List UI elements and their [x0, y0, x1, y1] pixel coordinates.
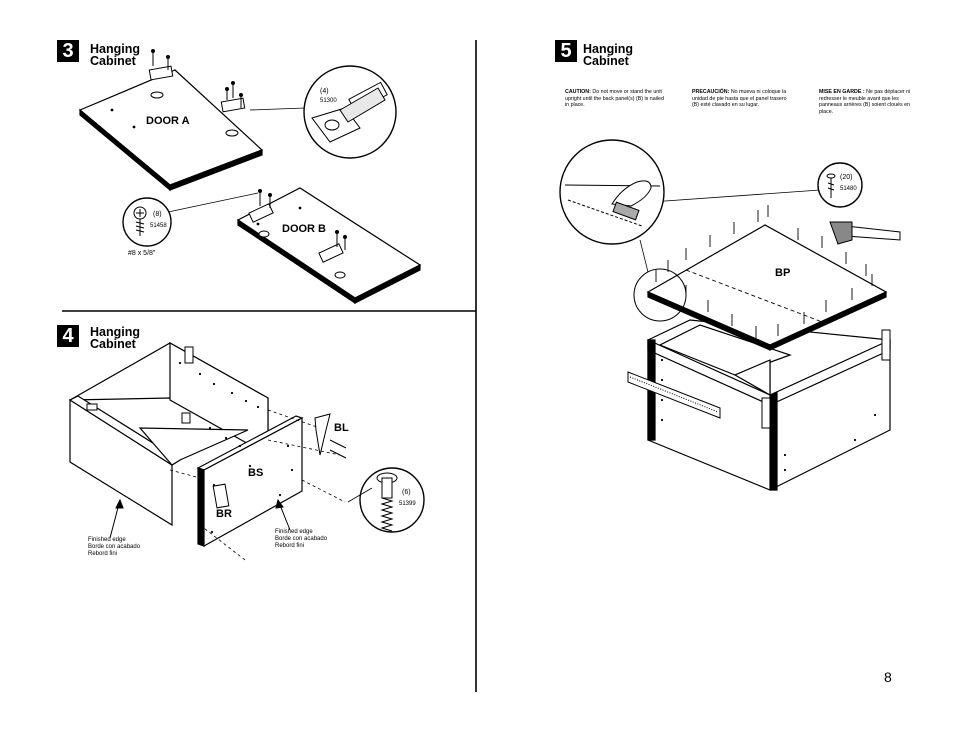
finished-edge-left-en: Finished edge: [88, 537, 126, 543]
step-3-badge: 3: [57, 40, 79, 62]
screw-detail: [133, 206, 147, 236]
cabinet-holes-step4: [178, 361, 294, 534]
door-b-label: DOOR B: [282, 223, 326, 235]
page-number: 8: [884, 669, 892, 685]
edge-detail-small-circle: [633, 268, 687, 322]
hinge-part-number: 51300: [320, 98, 337, 104]
cam-connectors-step4: [86, 346, 230, 509]
door-b-screws: [258, 189, 347, 250]
caution-spanish-text: No mueva ni coloque la unidad de pie has…: [692, 89, 787, 109]
hammer: [829, 221, 901, 245]
step-5-title-line2: Cabinet: [583, 54, 629, 68]
part-br-label: BR: [216, 508, 232, 520]
step-5-badge: 5: [555, 40, 577, 62]
step-4-title-line2: Cabinet: [90, 337, 136, 351]
finished-edge-right-en: Finished edge: [275, 529, 313, 535]
door-a-label: DOOR A: [146, 115, 190, 127]
ruler-strip: [627, 371, 721, 419]
caution-spanish-label: PRECAUCIÓN:: [692, 89, 730, 95]
nail-part-number: 51480: [840, 186, 857, 192]
part-bp-label: BP: [775, 267, 791, 279]
part-bs-label: BS: [248, 467, 264, 479]
caution-english: CAUTION: Do not move or stand the unit u…: [565, 89, 665, 109]
caution-french-text: Ne pas déplacer ni redresser le meuble a…: [819, 89, 911, 115]
step-4-title-line1: Hanging: [90, 325, 140, 339]
caution-french-label: MISE EN GARDE :: [819, 89, 865, 95]
cam-callout-circle: [359, 467, 425, 533]
edge-detail-art: [564, 180, 661, 227]
finished-edge-left-es: Borde con acabado: [88, 544, 141, 550]
finished-edge-right: Finished edge Borde con acabado Rebord f…: [275, 529, 327, 550]
step-5-title: Hanging Cabinet: [583, 42, 633, 68]
finished-edge-right-fr: Rebord fini: [275, 543, 305, 549]
nail-callout-circle: [817, 162, 863, 208]
finished-edge-arrows: [109, 498, 291, 539]
screw-size: #8 x 5/8": [128, 250, 156, 257]
screw-qty: (8): [153, 211, 162, 218]
part-bl-label: BL: [334, 422, 349, 434]
hinge-qty: (4): [320, 88, 329, 95]
step-3-title-line2: Cabinet: [90, 54, 136, 68]
hinge-detail: [311, 81, 388, 143]
door-a-panel: [78, 69, 264, 192]
step-5-title-line1: Hanging: [583, 42, 633, 56]
brackets-step5: [761, 329, 891, 429]
nails-step5: [655, 205, 873, 338]
step-3-title-line1: Hanging: [90, 42, 140, 56]
cabinet-box-step4: [68, 341, 304, 548]
step-4-title: Hanging Cabinet: [90, 325, 140, 351]
cam-part-number: 51399: [399, 501, 416, 507]
caution-spanish: PRECAUCIÓN: No mueva ni coloque la unida…: [692, 89, 792, 109]
nail-qty: (20): [840, 174, 853, 181]
bracket-bl: [314, 413, 347, 459]
screw-callout-circle: [122, 197, 172, 247]
door-a-screws: [151, 49, 243, 108]
cabinet-holes-step5: [660, 358, 877, 472]
caution-french: MISE EN GARDE : Ne pas déplacer ni redre…: [819, 89, 919, 115]
step-3-title: Hanging Cabinet: [90, 42, 140, 68]
back-panel-bp: [646, 224, 888, 351]
edge-detail-circle: [559, 139, 665, 245]
nail-detail: [826, 173, 836, 198]
door-b-hinges: [248, 203, 346, 279]
cam-bolt-detail: [347, 472, 398, 532]
door-b-panel: [236, 187, 422, 305]
cam-qty: (6): [402, 489, 411, 496]
finished-edge-right-es: Borde con acabado: [275, 536, 328, 542]
caution-english-label: CAUTION:: [565, 89, 591, 95]
step-4-badge: 4: [57, 325, 79, 347]
door-a-hinges: [148, 65, 246, 137]
finished-edge-left-fr: Rebord fini: [88, 551, 118, 557]
screw-part-number: 51458: [150, 223, 167, 229]
finished-edge-left: Finished edge Borde con acabado Rebord f…: [88, 537, 140, 558]
dashed-insert-lines-step4: [169, 409, 346, 561]
caution-english-text: Do not move or stand the unit upright un…: [565, 89, 664, 109]
